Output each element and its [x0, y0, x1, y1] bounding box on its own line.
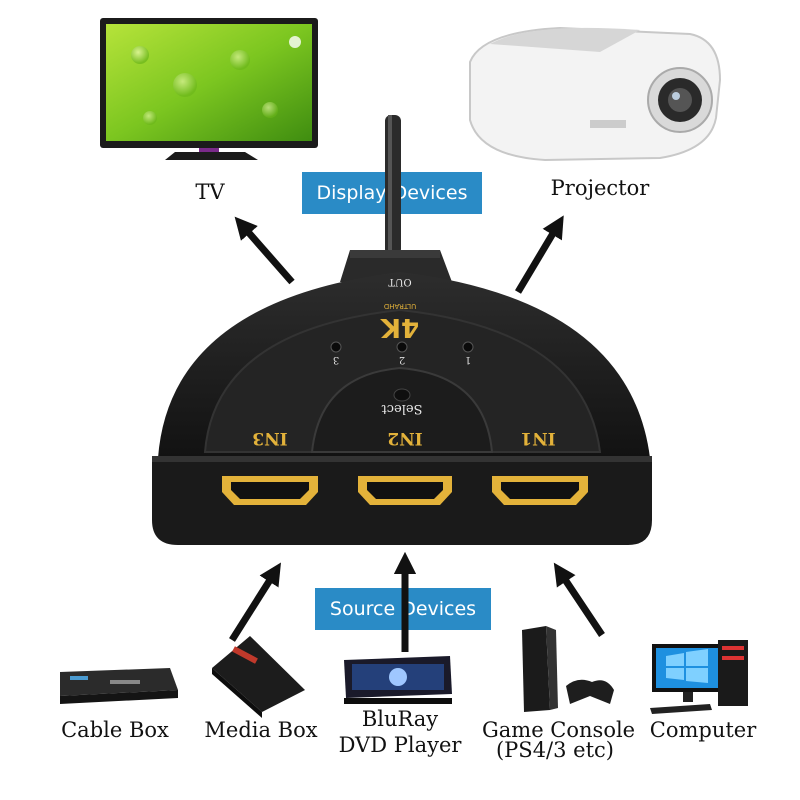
tv-label: TV: [195, 180, 225, 204]
led-2: [396, 341, 408, 353]
cable-box-image: [60, 668, 178, 704]
bluray-label: BluRay: [361, 707, 439, 731]
projector-label: Projector: [550, 176, 650, 200]
computer-image: [650, 640, 748, 714]
out-label: OUT: [388, 276, 412, 287]
arrow-to-tv: [234, 216, 295, 285]
port-label-in1: IN1: [520, 428, 556, 448]
port-label-in3: IN3: [252, 428, 288, 448]
bluray-player-image: [344, 656, 452, 704]
led-label-2: 2: [398, 354, 406, 365]
port-in2: [358, 476, 452, 505]
port-label-in2: IN2: [387, 428, 423, 448]
brand-ultrahd: ULTRAHD: [383, 302, 417, 310]
computer-label: Computer: [649, 718, 757, 742]
ps4-label: (PS4/3 etc): [495, 738, 614, 762]
arrow-to-projector: [514, 215, 564, 294]
select-label: Select: [381, 401, 423, 416]
arrow-from-cable-box: [229, 562, 281, 642]
port-in3: [222, 476, 318, 505]
led-label-3: 3: [332, 354, 340, 365]
cable-box-label: Cable Box: [61, 718, 169, 742]
led-label-1: 1: [464, 354, 472, 365]
hdmi-switch: [152, 250, 652, 545]
game-console-label: Game Console: [482, 718, 636, 742]
dvd-player-label: DVD Player: [338, 733, 462, 757]
hdmi-cable: [385, 115, 401, 255]
game-console-image: [522, 626, 614, 712]
tv-image: [100, 18, 318, 160]
arrows: [229, 215, 605, 652]
select-button: [393, 388, 411, 402]
brand-4k: 4K: [380, 312, 420, 342]
media-box-image: [212, 636, 305, 718]
led-3: [330, 341, 342, 353]
media-box-label: Media Box: [204, 718, 318, 742]
arrow-from-computer: [553, 562, 605, 637]
projector-image: [469, 26, 722, 162]
led-1: [462, 341, 474, 353]
port-in1: [492, 476, 588, 505]
